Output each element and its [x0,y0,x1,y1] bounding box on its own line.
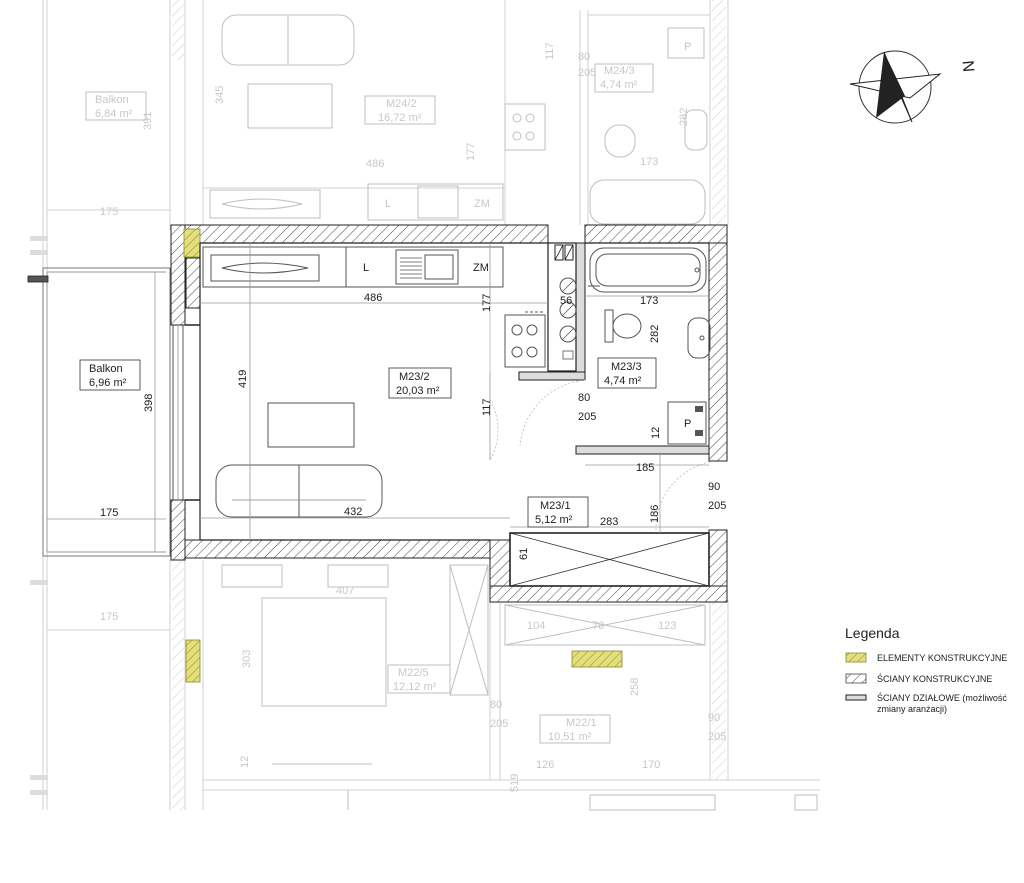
ghost-m22-5-area: 12,12 m² [393,681,437,693]
ghost-dim: 117 [544,42,556,60]
dim-186: 186 [649,505,661,523]
dim-398: 398 [143,394,155,412]
apartment-m23: Balkon 6,96 m² 175 398 [27,224,728,603]
ghost-m22-1-area: 10,51 m² [548,731,592,743]
ghost-m22-5-name: M22/5 [398,667,429,679]
ghost-fixture-label: P [684,41,691,53]
dim-205a: 205 [578,411,596,423]
ghost-dim: 205 [578,67,596,79]
dim-185: 185 [636,462,654,474]
ghost-fixture-label: L [385,198,391,210]
compass: N [849,50,979,124]
ghost-balkon-area: 6,84 m² [95,108,133,120]
dim-80: 80 [578,392,590,404]
ghost-dim: 177 [465,143,477,161]
structural-walls [170,224,728,603]
ghost-dim: 303 [241,650,253,668]
interior-outline [199,242,548,541]
ghost-dim: 80 [578,51,590,63]
legend-swatch-structural-elements [845,652,867,663]
dim-283: 283 [600,516,618,528]
legend: Legenda ELEMENTY KONSTRUKCYJNE ŚCIANY KO… [845,625,1007,714]
dim-177: 177 [481,294,493,312]
fixture-label-l: L [363,262,369,274]
dimension-lines [200,243,709,540]
room-labels: M23/2 20,03 m² M23/3 4,74 m² M23/1 5,12 … [388,357,657,528]
ghost-dim: 519 [509,774,521,792]
ghost-m22-1-name: M22/1 [566,717,597,729]
bathroom-fixtures: P [589,247,711,445]
ghost-dim: 486 [366,158,384,170]
ghost-dim: 12 [239,756,251,768]
m23-3-name: M23/3 [611,361,642,373]
dim-173: 173 [640,295,658,307]
ghost-dim: 391 [142,112,154,130]
ghost-m24-2-area: 16,72 m² [378,112,422,124]
dim-205b: 205 [708,500,726,512]
ghost-dim: 170 [642,759,660,771]
legend-swatch-structural-walls [845,673,867,684]
ghost-dim: 123 [658,620,676,632]
ghost-fixture-label: ZM [474,198,490,210]
ghost-dim: 175 [100,206,118,218]
ghost-dim: 70 [592,620,604,632]
dim-12: 12 [650,427,662,439]
balkon-name: Balkon [89,363,123,375]
north-letter: N [961,60,979,73]
dim-486: 486 [364,292,382,304]
dim-282: 282 [649,325,661,343]
legend-swatch-partition-walls [845,694,867,701]
legend-item-partition-walls: ŚCIANY DZIAŁOWE (możliwość [877,692,1007,703]
m23-2-name: M23/2 [399,371,430,383]
legend-item-structural-walls: ŚCIANY KONSTRUKCYJNE [877,673,992,684]
ghost-dim: 173 [640,156,658,168]
legend-title: Legenda [845,625,900,641]
dim-117: 117 [481,398,493,416]
ghost-dim: 282 [678,108,690,126]
m23-1-area: 5,12 m² [535,514,573,526]
ghost-dim: 80 [490,699,502,711]
legend-item-structural-elements: ELEMENTY KONSTRUKCYJNE [877,653,1007,663]
ghost-m24-3-name: M24/3 [604,65,635,77]
ghost-dim: 175 [100,611,118,623]
m23-3-area: 4,74 m² [604,375,642,387]
dim-175: 175 [100,507,118,519]
legend-partition-note-2: zmiany aranżacji) [877,704,947,714]
ghost-dim: 90 [708,712,720,724]
ghost-dim: 104 [527,620,545,632]
legend-partition-note-1: (możliwość [962,693,1007,703]
balkon-area: 6,96 m² [89,377,127,389]
ghost-dim: 205 [490,718,508,730]
dim-56: 56 [560,295,572,307]
ghost-m24-3-area: 4,74 m² [600,79,638,91]
kitchen-counter: L ZM [202,242,600,372]
ghost-dim: 126 [536,759,554,771]
living-furniture [215,402,383,518]
ghost-balkon-name: Balkon [95,94,129,106]
ghost-context: Balkon 6,84 m² M24/2 16,72 m² M24/3 4,74… [30,0,820,811]
legend-partition-label: ŚCIANY DZIAŁOWE [877,692,960,703]
m23-2-area: 20,03 m² [396,385,440,397]
dim-90: 90 [708,481,720,493]
ghost-m24-2-name: M24/2 [386,98,417,110]
ghost-dim: 407 [336,585,354,597]
dimension-texts: 486 177 56 173 282 419 117 80 205 12 185… [237,292,726,528]
ghost-dim: 258 [629,678,641,696]
balcony: Balkon 6,96 m² 175 398 [27,267,171,557]
door-arcs [489,379,711,531]
fixture-label-p: P [684,418,691,430]
m23-1-name: M23/1 [540,500,571,512]
ghost-dim: 205 [708,731,726,743]
closet-m23-1: 61 [509,532,710,587]
dim-432: 432 [344,506,362,518]
dim-61: 61 [518,548,530,560]
dim-419: 419 [237,370,249,388]
fixture-label-zm: ZM [473,262,489,274]
ghost-dim: 345 [214,86,226,104]
